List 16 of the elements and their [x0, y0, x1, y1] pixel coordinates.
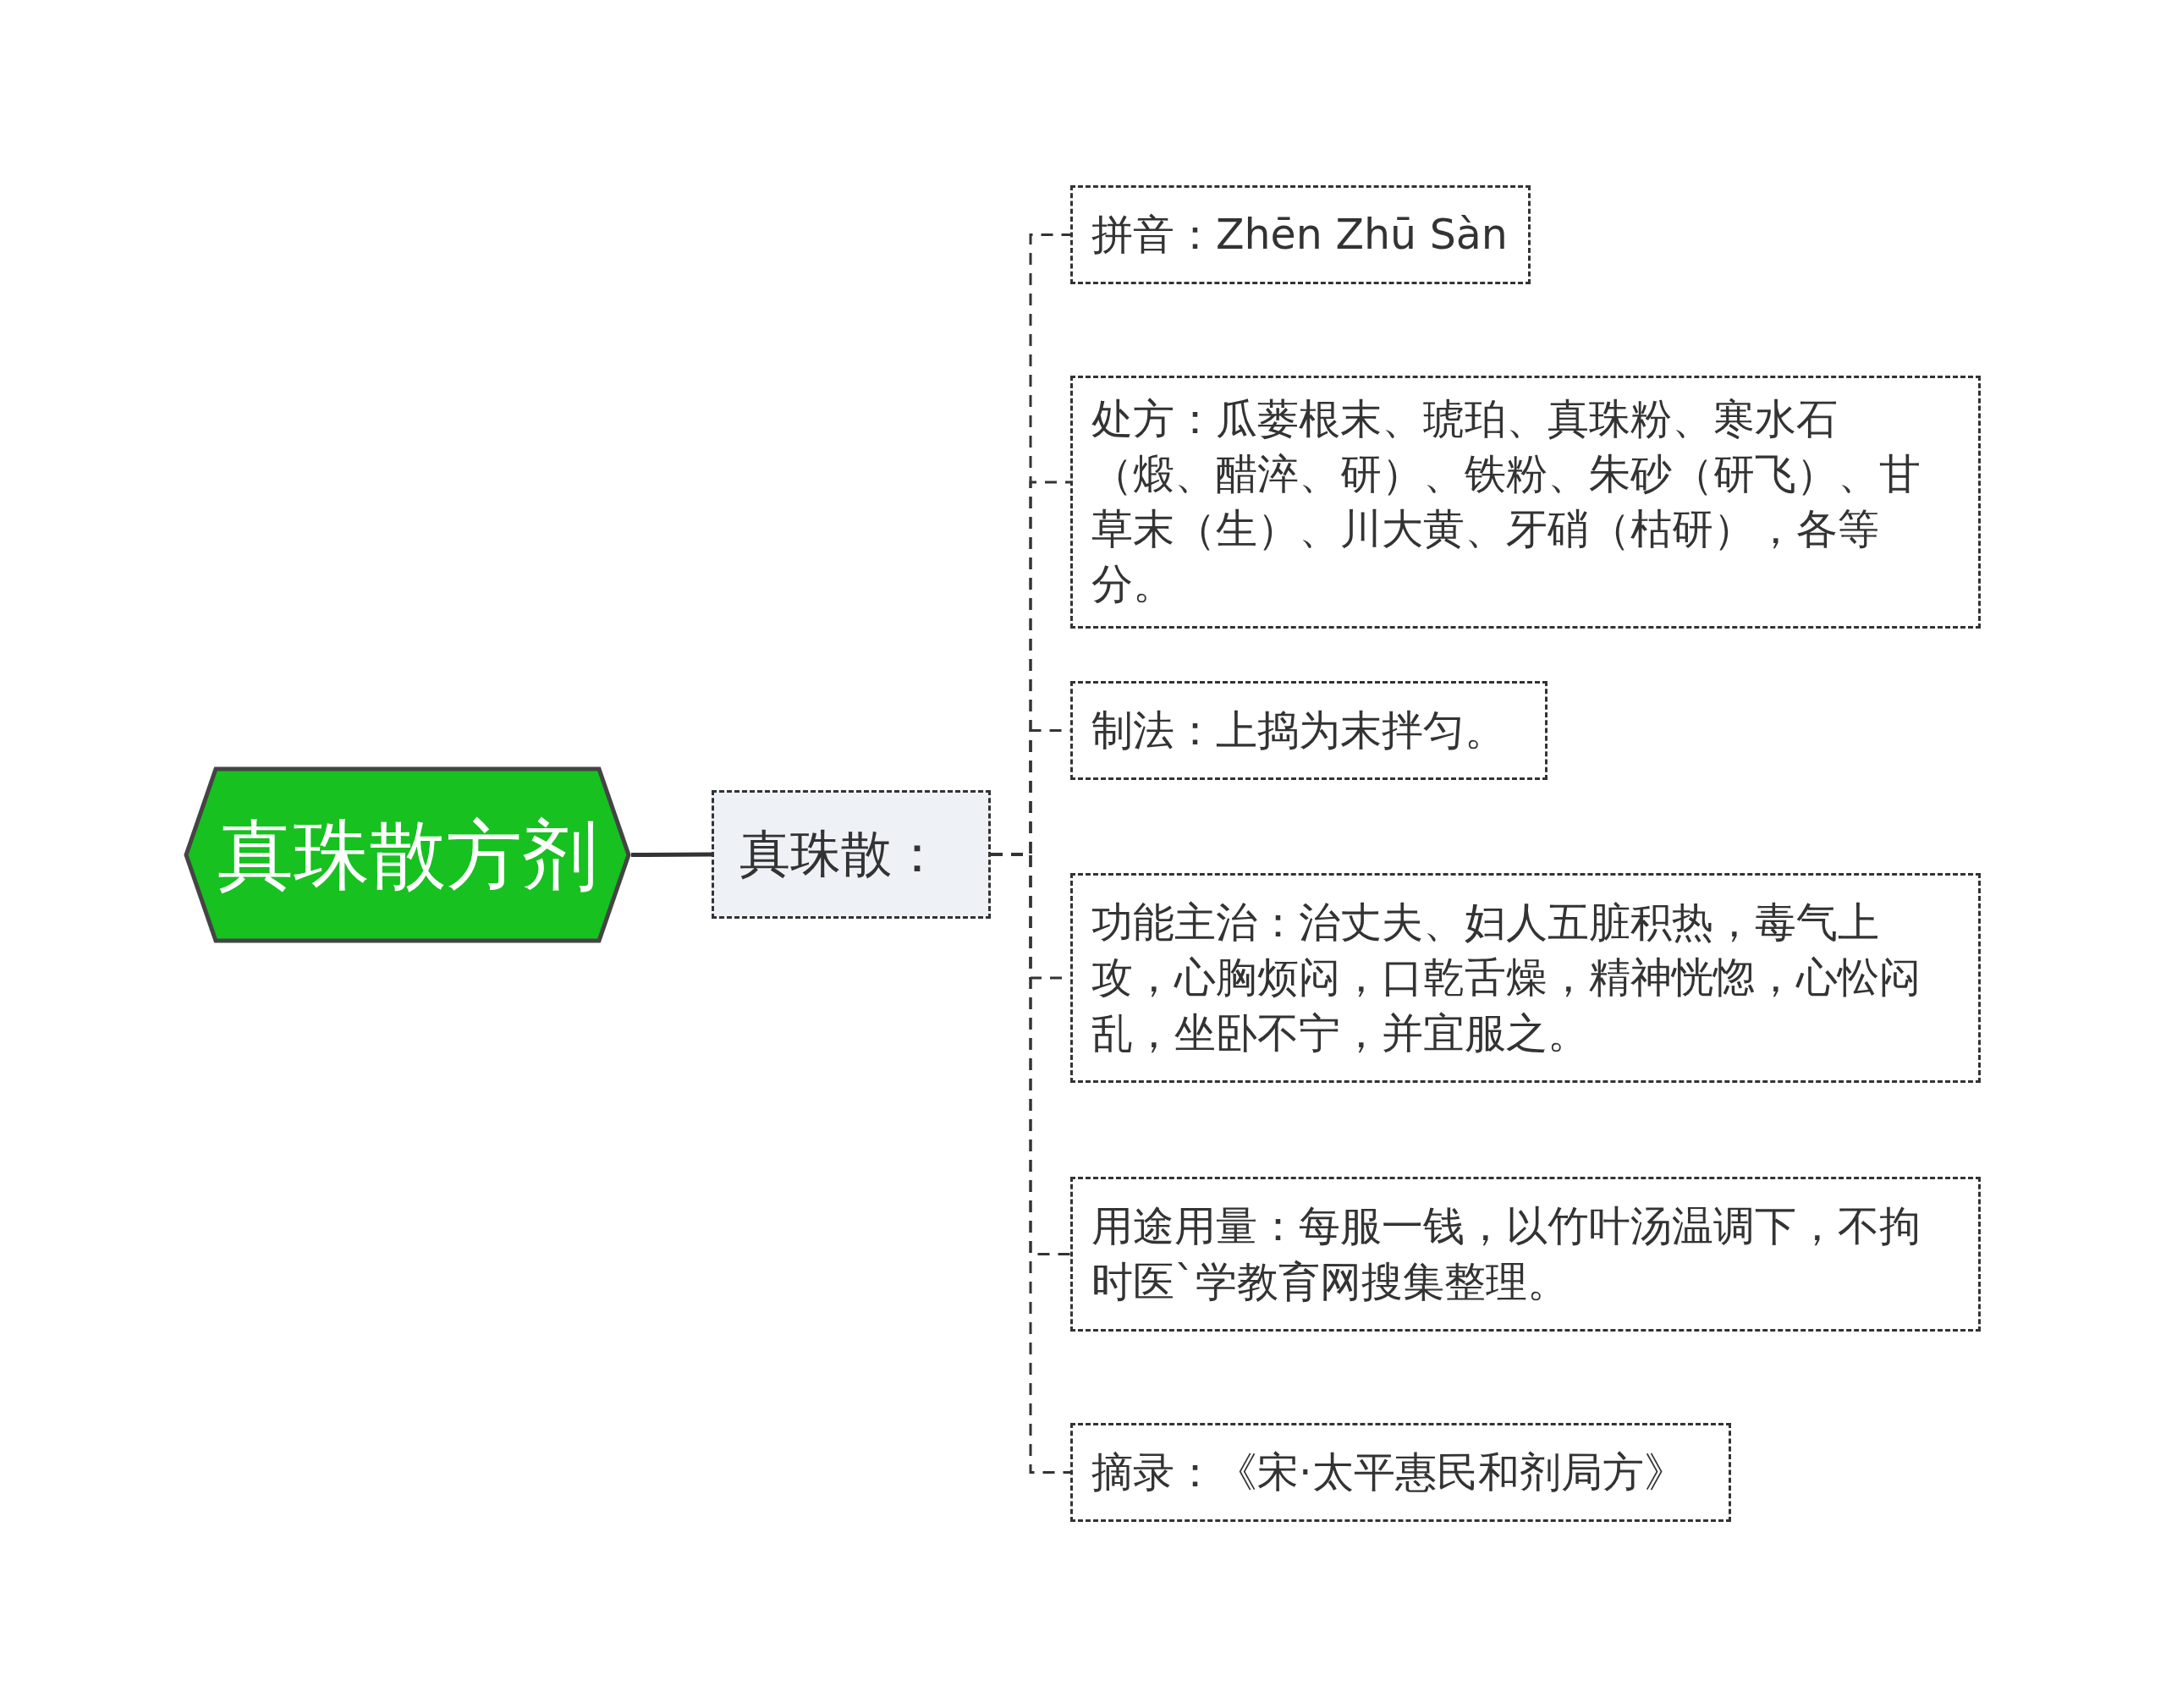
connector-line	[631, 852, 712, 857]
node-text: 真珠散：	[739, 823, 943, 886]
topic-title: 真珠散方剂	[217, 809, 598, 901]
note-box	[1070, 873, 1981, 1083]
node-text: 摘录：《宋·太平惠民和剂局方》	[1091, 1447, 1685, 1498]
node-text: 处方：瓜蒌根末、琥珀、真珠粉、寒水石（煅、醋淬、研）、铁粉、朱砂（研飞）、甘草末（生）、川大黄、牙硝（枯研），各等分。	[1091, 394, 1921, 611]
note-box	[1070, 1423, 1731, 1522]
note-box	[1070, 376, 1981, 629]
note-box	[1070, 185, 1531, 284]
node-text: 制法：上捣为末拌匀。	[1091, 705, 1506, 756]
topic-box	[712, 790, 991, 919]
node-text: 用途用量：每服一钱，以竹叶汤温调下，不拘时医`学教育网搜集整理。	[1091, 1201, 1921, 1308]
node-text: 功能主治：治丈夫、妇人五脏积热，毒气上攻，心胸烦闷，口乾舌燥，精神恍惚，心忪闷乱，坐卧不宁，并宜服之。	[1091, 898, 1921, 1059]
note-box	[1070, 681, 1548, 780]
node-text: 拼音：Zhēn Zhū Sàn	[1091, 209, 1508, 261]
note-box	[1070, 1177, 1981, 1332]
